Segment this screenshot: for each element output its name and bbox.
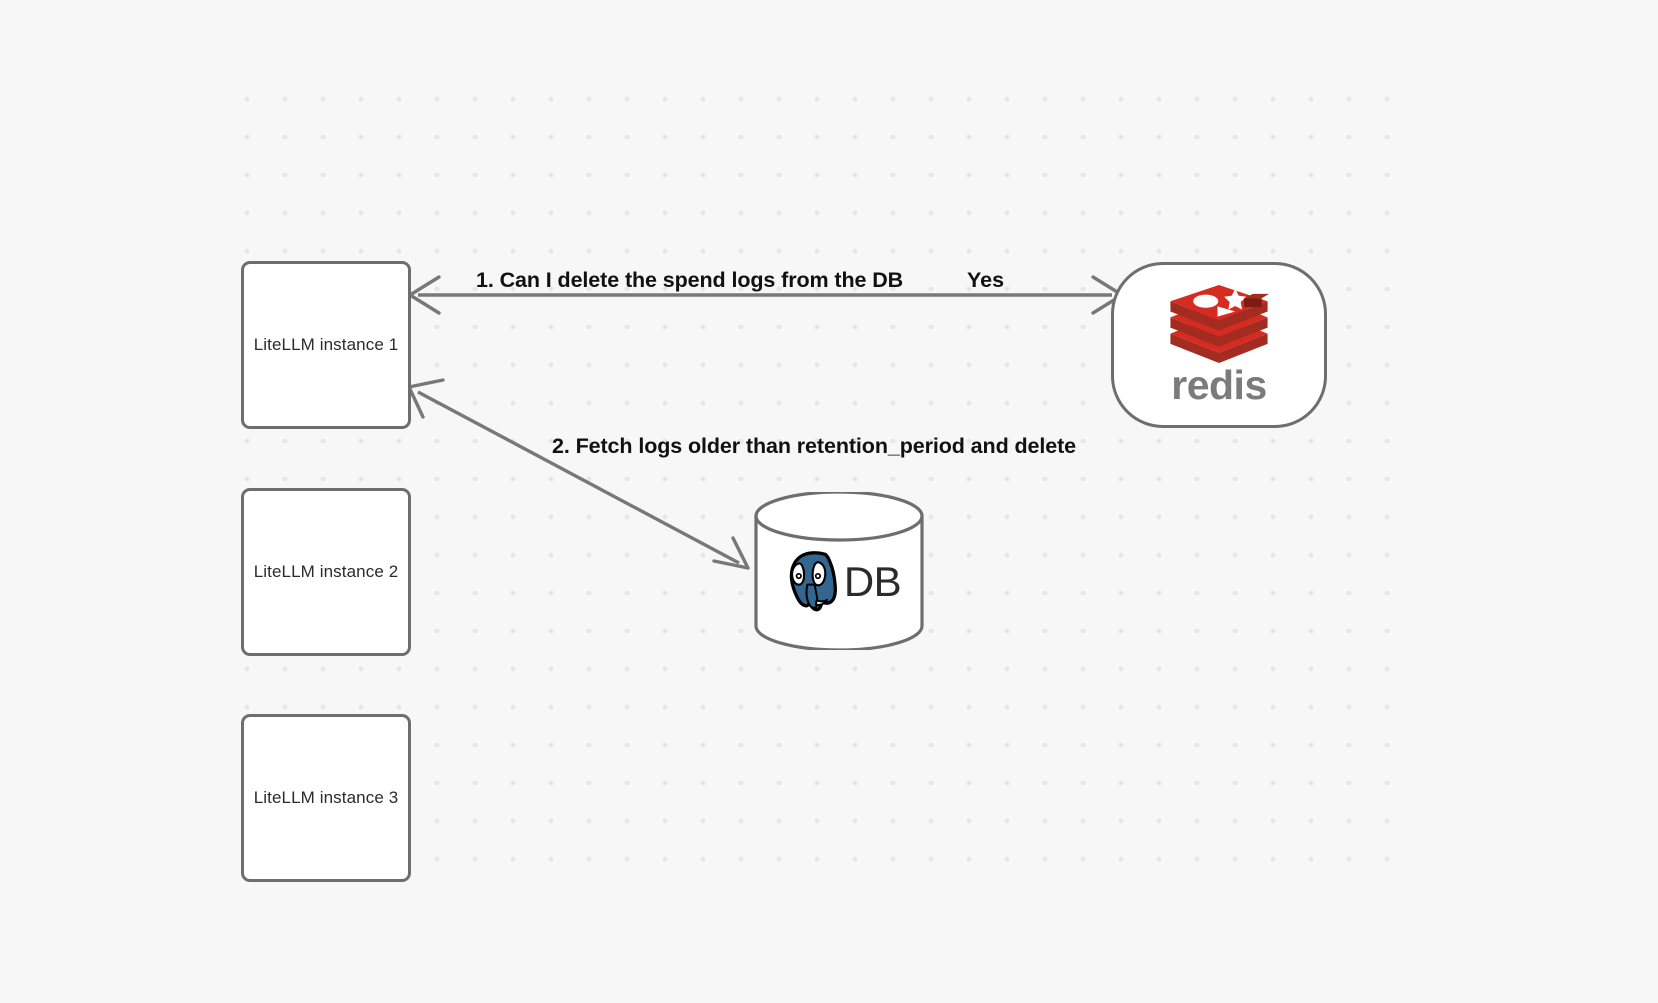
node-database[interactable]: DB	[752, 492, 926, 650]
node-litellm-instance-2[interactable]: LiteLLM instance 2	[241, 488, 411, 656]
edge-label-1: 1. Can I delete the spend logs from the …	[476, 268, 904, 292]
redis-wordmark: redis	[1171, 361, 1267, 408]
node-litellm-instance-1[interactable]: LiteLLM instance 1	[241, 261, 411, 429]
redis-stack-icon	[1170, 284, 1270, 363]
database-logo-group: DB	[752, 536, 926, 628]
node-litellm-instance-3-label: LiteLLM instance 3	[253, 788, 399, 807]
postgresql-elephant-icon	[789, 551, 837, 612]
node-redis[interactable]: redis	[1111, 262, 1327, 428]
database-cylinder-shape	[754, 492, 924, 650]
node-litellm-instance-3[interactable]: LiteLLM instance 3	[241, 714, 411, 882]
node-litellm-instance-2-label: LiteLLM instance 2	[253, 562, 399, 581]
edge-label-2: 2. Fetch logs older than retention_perio…	[552, 434, 1077, 458]
edge-2-connector	[407, 378, 750, 570]
edge-label-1-answer: Yes	[967, 268, 1005, 292]
database-label: DB	[843, 558, 902, 605]
node-litellm-instance-1-label: LiteLLM instance 1	[253, 335, 399, 354]
